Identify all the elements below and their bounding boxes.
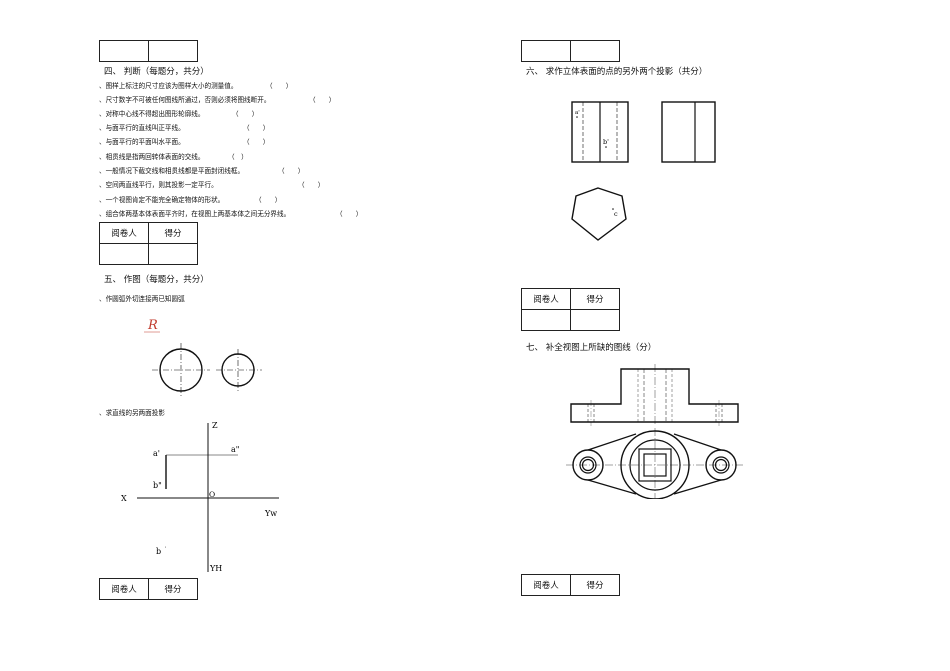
label-point-a: a' xyxy=(575,110,580,116)
grade-table-top-right xyxy=(521,40,620,62)
tangent-arc-figure: R xyxy=(144,318,262,398)
tangent-upper-right xyxy=(673,433,722,451)
judge-answer-5[interactable]: （ ） xyxy=(243,138,270,146)
grade-table-section5: 阅卷人 得分 xyxy=(99,222,198,265)
section7-title: 七、 补全视图上所缺的图线（分） xyxy=(526,343,657,353)
tangent-lower-left xyxy=(587,479,637,495)
score-label: 得分 xyxy=(148,222,198,244)
reviewer-label-2: 阅卷人 xyxy=(99,578,149,600)
grade-table-section7: 阅卷人 得分 xyxy=(521,288,620,331)
label-a-double-prime: a" xyxy=(231,445,239,454)
label-point-b: b' xyxy=(603,138,609,146)
judge-item-7: 、一般情况下截交线和相贯线都是平面封闭线框。 xyxy=(99,167,245,175)
grade-table-bottom-right: 阅卷人 得分 xyxy=(521,574,620,596)
score-label-2: 得分 xyxy=(148,578,198,600)
section5-q2: 、求直线的另两面投影 xyxy=(99,409,165,417)
judge-item-2: 、尺寸数字不可被任何图线所通过，否则必须将图线断开。 xyxy=(99,96,271,104)
judge-item-6: 、相贯线是指两回转体表面的交线。 xyxy=(99,153,205,161)
judge-item-8: 、空间两直线平行，则其投影一定平行。 xyxy=(99,181,218,189)
grade-table-top-left xyxy=(99,40,198,62)
label-a-prime: a' xyxy=(153,449,160,458)
front-view-outline xyxy=(570,368,739,423)
judge-item-9: 、一个视图肯定不能完全确定物体的形状。 xyxy=(99,196,225,204)
label-point-c: c xyxy=(614,210,618,218)
section4-title: 四、 判断（每题分，共分） xyxy=(104,67,209,77)
top-view-pentagon xyxy=(571,187,627,241)
score-label-3: 得分 xyxy=(570,288,620,310)
side-view-outline xyxy=(661,101,716,163)
grade-table-bottom-left: 阅卷人 得分 xyxy=(99,578,198,600)
section6-title: 六、 求作立体表面的点的另外两个投影（共分） xyxy=(526,67,708,77)
missing-lines-figure xyxy=(566,364,744,499)
judge-answer-3[interactable]: （ ） xyxy=(232,110,259,118)
judge-answer-4[interactable]: （ ） xyxy=(243,124,270,132)
point-b xyxy=(605,146,607,148)
label-yh: YH xyxy=(209,564,222,573)
judge-item-1: 、图样上标注的尺寸应该为图样大小的测量值。 xyxy=(99,82,238,90)
judge-answer-1[interactable]: （ ） xyxy=(266,82,293,90)
judge-answer-2[interactable]: （ ） xyxy=(309,96,336,104)
radius-label: R xyxy=(147,318,158,333)
judge-answer-7[interactable]: （ ） xyxy=(278,167,305,175)
label-b-mark: ' xyxy=(165,546,166,552)
judge-answer-10[interactable]: （ ） xyxy=(336,210,363,218)
label-o: O xyxy=(209,490,215,499)
judge-item-10: 、组合体两基本体表面平齐时，在视图上两基本体之间无分界线。 xyxy=(99,210,291,218)
reviewer-label: 阅卷人 xyxy=(99,222,149,244)
reviewer-label-3: 阅卷人 xyxy=(521,288,571,310)
tangent-upper-left xyxy=(587,433,637,451)
point-a xyxy=(576,116,578,118)
tangent-lower-right xyxy=(673,479,722,495)
judge-item-4: 、与面平行的直线叫正平线。 xyxy=(99,124,185,132)
label-yw: Yw xyxy=(264,509,277,518)
judge-answer-8[interactable]: （ ） xyxy=(298,181,325,189)
solid-points-figure: a' b' c xyxy=(571,101,716,241)
section5-q1: 、作圆弧外切连接两已知圆弧 xyxy=(99,295,185,303)
judge-answer-6[interactable]: （ ） xyxy=(228,153,248,161)
line-projection-figure: Z X O Yw YH a' a" b" b ' xyxy=(121,421,279,573)
label-b-prime: b" xyxy=(153,481,162,490)
point-c xyxy=(612,208,614,210)
label-x: X xyxy=(121,494,127,503)
section5-title: 五、 作图（每题分，共分） xyxy=(104,275,209,285)
score-label-4: 得分 xyxy=(570,574,620,596)
judge-item-5: 、与面平行的平面叫水平面。 xyxy=(99,138,185,146)
judge-item-3: 、对称中心线不得超出图形轮廓线。 xyxy=(99,110,205,118)
judge-answer-9[interactable]: （ ） xyxy=(255,196,282,204)
label-b: b xyxy=(156,547,161,556)
reviewer-label-4: 阅卷人 xyxy=(521,574,571,596)
label-z: Z xyxy=(212,421,218,430)
